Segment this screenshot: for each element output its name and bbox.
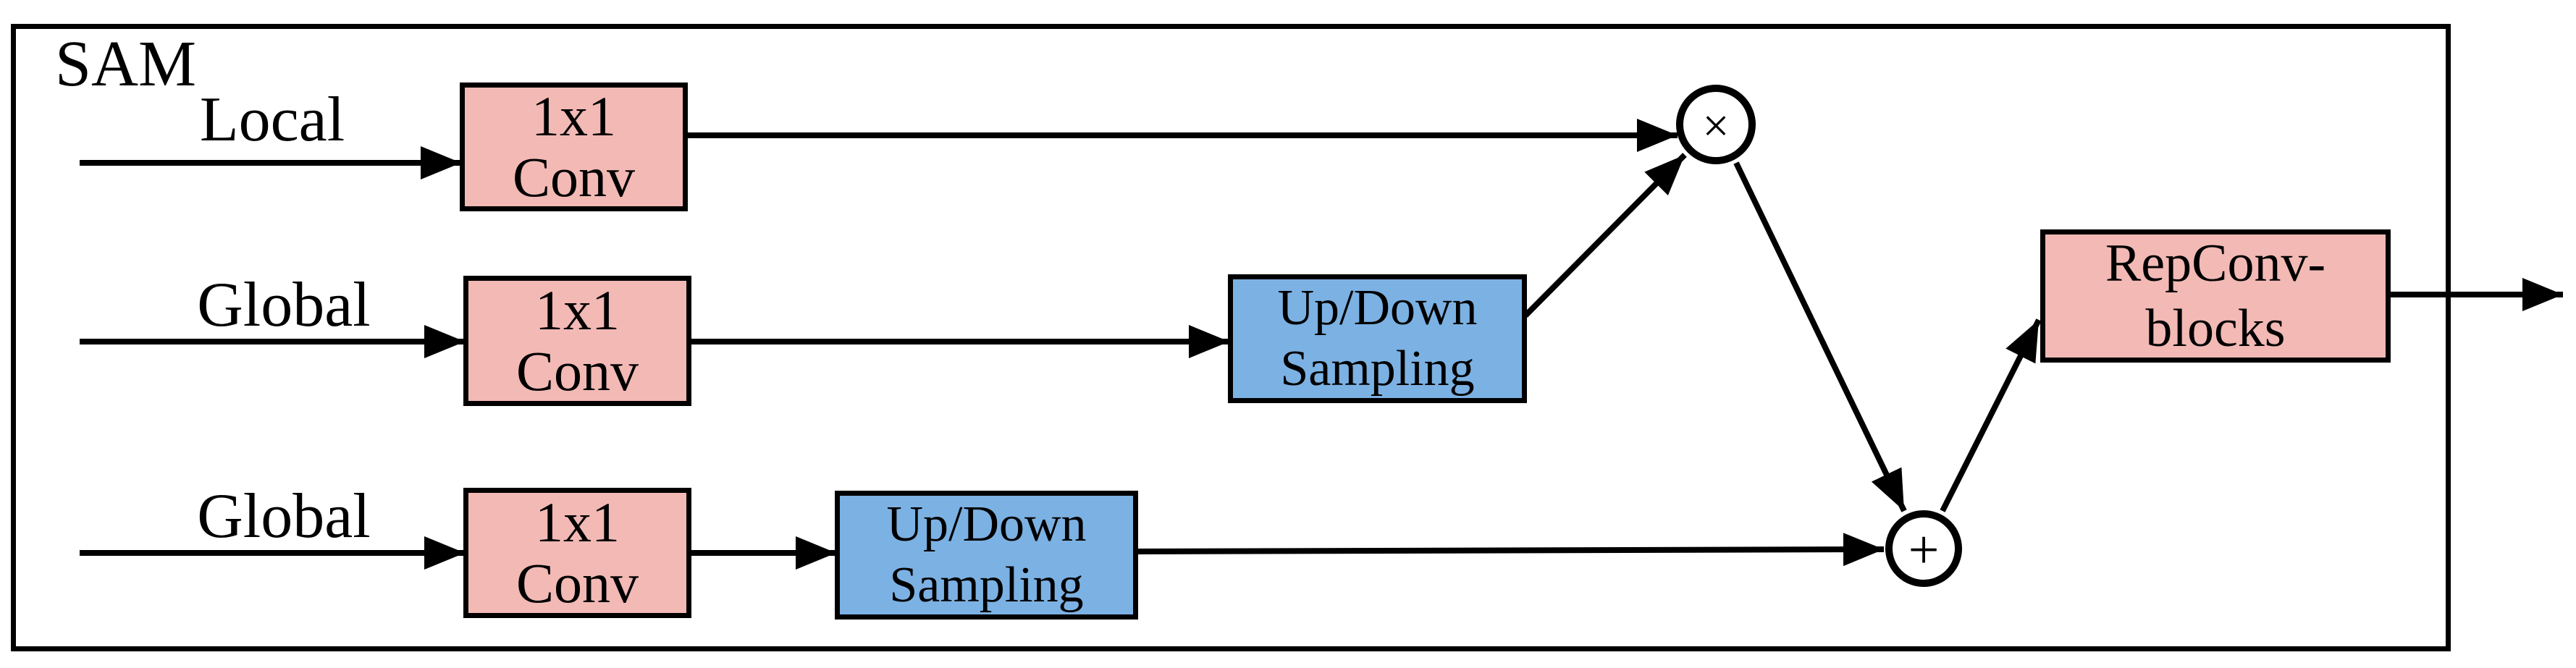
updown-sampling-block-2-line2: Sampling (1280, 341, 1475, 397)
conv-block-1-line2: Conv (512, 145, 636, 208)
arrow-updown3-to-add (1136, 533, 1885, 567)
conv-block-2: 1x1 Conv (463, 276, 691, 406)
updown-sampling-block-3-line1: Up/Down (886, 496, 1087, 552)
input-label-global-2: Global (197, 270, 371, 340)
updown-sampling-block-3-line2: Sampling (889, 557, 1084, 613)
updown-sampling-block-2-line1: Up/Down (1277, 280, 1478, 336)
conv-block-1: 1x1 Conv (460, 83, 688, 211)
conv-block-3: 1x1 Conv (463, 488, 691, 618)
multiply-node-circle (1676, 85, 1756, 164)
module-title: SAM (55, 28, 197, 100)
conv-block-2-line1: 1x1 (535, 279, 620, 342)
plus-icon: + (1908, 520, 1940, 580)
repconv-blocks-line2: blocks (2145, 299, 2286, 358)
updown-sampling-block-2: Up/Down Sampling (1228, 274, 1527, 403)
multiply-icon: × (1702, 100, 1729, 153)
arrow-add-to-repconv (1940, 318, 2042, 512)
conv-block-2-line2: Conv (515, 339, 639, 402)
add-node-circle (1885, 510, 1962, 587)
repconv-blocks-line1: RepConv- (2105, 234, 2326, 293)
conv-block-3-line2: Conv (515, 551, 639, 614)
updown-sampling-block-3: Up/Down Sampling (835, 491, 1138, 620)
arrow-updown2-to-multiply (1523, 153, 1687, 318)
conv-block-3-line1: 1x1 (535, 491, 620, 554)
repconv-blocks: RepConv- blocks (2040, 229, 2391, 363)
input-label-local: Local (199, 85, 345, 155)
conv-block-1-line1: 1x1 (531, 85, 616, 148)
arrow-multiply-to-add (1733, 161, 1907, 512)
input-label-global-3: Global (197, 481, 371, 551)
